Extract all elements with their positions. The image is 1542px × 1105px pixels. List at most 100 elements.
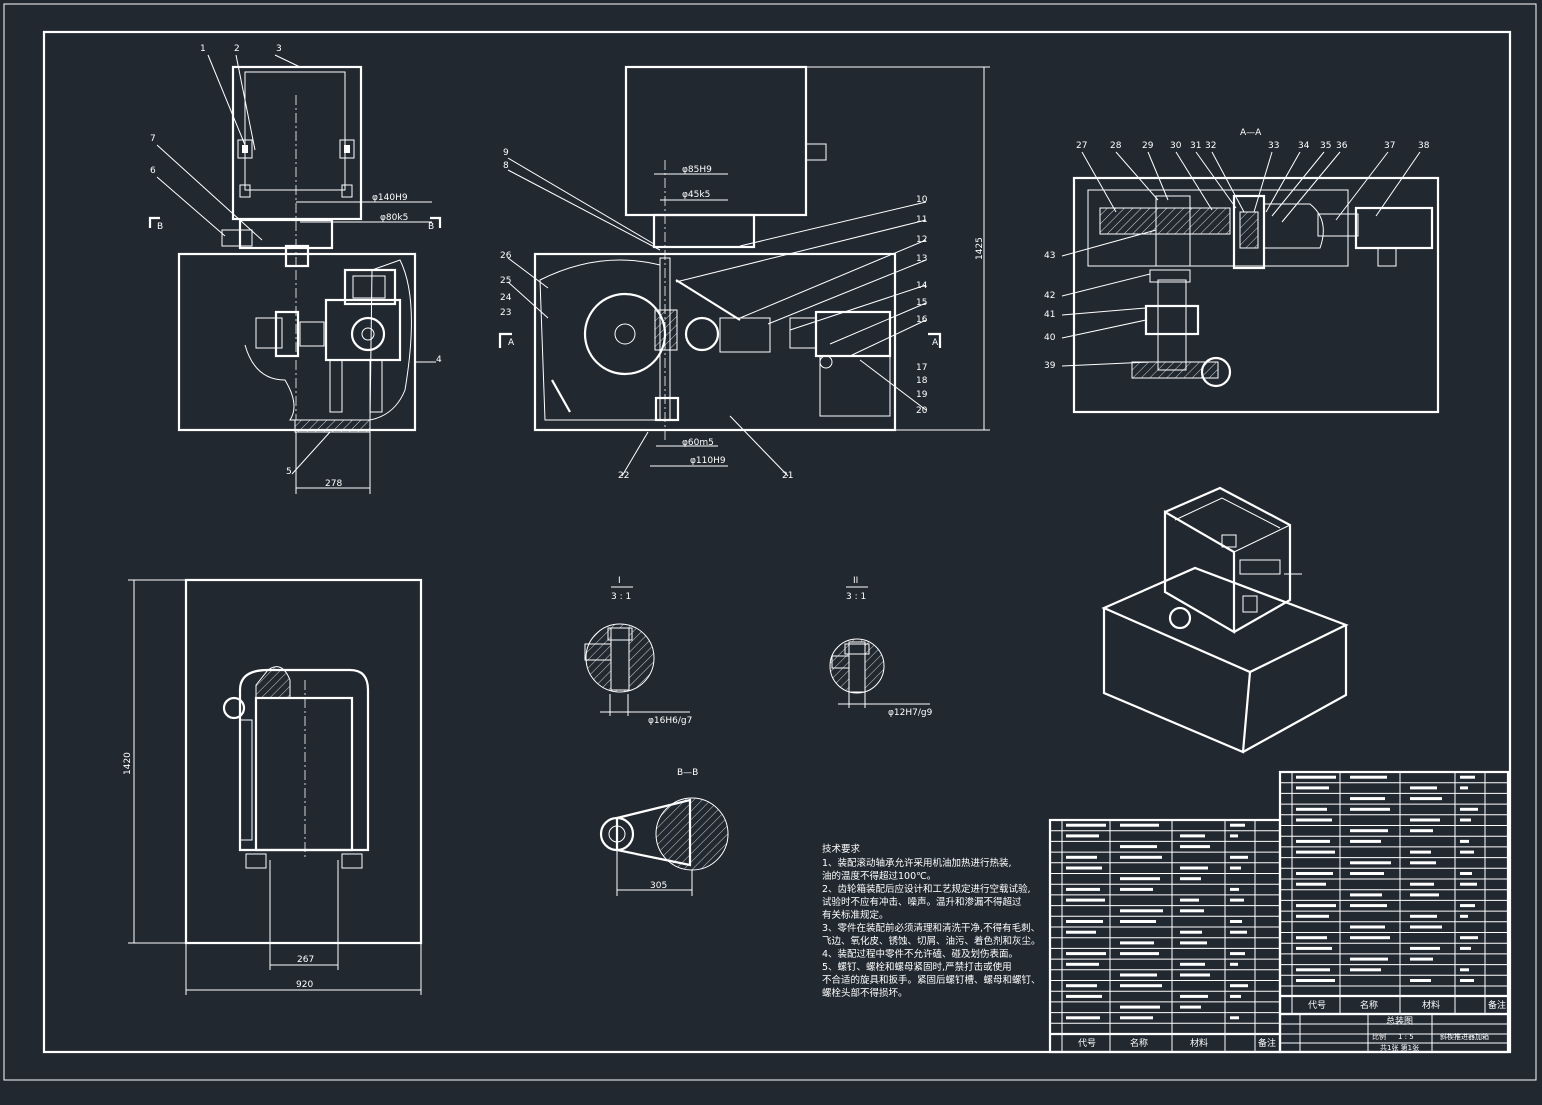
parts-row-text-mark [1410,957,1433,961]
part-label-4: 4 [436,355,442,365]
part-label-38: 38 [1418,141,1430,151]
parts-row-text-mark [1296,839,1330,843]
section-b-b-view: B—B 305 [599,768,729,896]
parts-row-text-mark [1180,845,1210,849]
parts-list-right: 代号 名称 材料 备注 [1278,770,1510,1016]
part-label-7: 7 [150,134,156,144]
parts-row-text-mark [1296,775,1336,779]
part-label-10: 10 [916,195,928,205]
part-label-18: 18 [916,376,928,386]
dim-plan-inner: 267 [297,955,314,965]
section-a-a-view: A—A 27 28 29 30 [1044,128,1440,414]
parts-row-text-mark [1410,946,1440,950]
dim-plan-width: 920 [296,980,313,990]
parts-row-text-mark [1230,823,1245,827]
section-b-b-title: B—B [677,768,698,778]
title-scale-value: 1 : 5 [1398,1033,1414,1041]
parts-row-text-mark [1066,898,1105,902]
parts-row-text-mark [1230,834,1238,838]
detail-ii-view: II 3 : 1 φ12H7/g9 [829,576,933,718]
section-mark-b-left: B [157,222,163,232]
tech-note-line: 2、齿轮箱装配后应设计和工艺规定进行空载试验, [822,883,1031,895]
parts-row-text-mark [1066,930,1096,934]
parts-row-text-mark [1296,818,1332,822]
section-mark-a-right: A [932,338,939,348]
dim-side-d1: φ85H9 [682,165,712,175]
parts-row-text-mark [1120,920,1156,923]
parts-row-text-mark [1350,829,1388,833]
parts-row-text-mark [1350,893,1382,897]
part-label-8: 8 [503,161,509,171]
section-a-a-title: A—A [1240,128,1262,138]
part-label-42: 42 [1044,291,1055,301]
parts-row-text-mark [1410,786,1437,790]
parts-row-text-mark [1296,968,1330,972]
part-label-22: 22 [618,471,629,481]
part-label-43: 43 [1044,251,1055,261]
parts-row-text-mark [1350,872,1384,875]
tech-note-line: 试验时不应有冲击、噪声。温升和渗漏不得超过 [822,896,1022,908]
part-label-12: 12 [916,235,927,245]
parts-right-col-remark: 备注 [1488,999,1506,1011]
parts-left-col-code: 代号 [1078,1038,1096,1049]
parts-row-text-mark [1460,818,1471,822]
parts-left-col-material: 材料 [1190,1037,1208,1049]
part-label-2: 2 [234,44,240,54]
section-mark-a-left: A [508,338,515,348]
part-label-17: 17 [916,363,927,373]
parts-row-text-mark [1230,898,1244,902]
parts-row-text-mark [1350,839,1381,843]
parts-row-text-mark [1180,877,1201,881]
part-label-27: 27 [1076,141,1087,151]
parts-row-text-mark [1460,839,1469,843]
part-label-30: 30 [1170,141,1182,151]
parts-row-text-mark [1180,930,1202,934]
part-label-34: 34 [1298,141,1310,151]
technical-notes: 技术要求 1、装配滚动轴承允许采用机油加热进行热装, 油的温度不得超过100℃。… [822,843,1041,999]
parts-row-text-mark [1350,797,1385,801]
parts-row-text-mark [1180,973,1210,977]
parts-row-text-mark [1120,855,1162,859]
part-label-39: 39 [1044,361,1056,371]
part-label-16: 16 [916,315,928,325]
parts-row-text-mark [1230,1016,1239,1020]
parts-row-text-mark [1120,877,1160,881]
parts-row-text-mark [1120,952,1159,956]
parts-row-text-mark [1460,786,1468,790]
parts-row-text-mark [1460,979,1474,982]
parts-row-text-mark [1066,952,1106,956]
parts-row-text-mark [1180,962,1205,966]
parts-row-text-mark [1120,984,1162,988]
parts-row-text-mark [1180,994,1208,998]
part-label-40: 40 [1044,333,1056,343]
parts-row-text-mark [1066,994,1102,998]
parts-row-text-mark [1350,861,1391,865]
parts-row-text-mark [1180,898,1199,902]
detail-i-label: I [618,576,621,586]
parts-row-text-mark [1066,887,1100,891]
dim-front-d2: φ80k5 [380,213,408,223]
parts-row-text-mark [1180,909,1204,913]
parts-row-text-mark [1066,834,1099,838]
parts-row-text-mark [1066,984,1097,988]
part-label-20: 20 [916,406,928,416]
dim-detail-ii-fit: φ12H7/g9 [888,708,933,718]
parts-row-text-mark [1230,952,1245,956]
parts-row-text-mark [1410,850,1431,854]
parts-row-text-mark [1410,925,1442,929]
parts-row-text-mark [1066,866,1102,870]
part-label-25: 25 [500,276,511,286]
part-label-35: 35 [1320,141,1331,151]
parts-row-text-mark [1296,882,1326,886]
detail-ii-scale: 3 : 1 [846,592,866,602]
title-product-name: 斜楔推进器加箱 [1440,1032,1489,1041]
parts-row-text-mark [1460,946,1471,950]
tech-note-line: 3、零件在装配前必须清理和清洗干净,不得有毛刺、 [822,922,1040,934]
part-label-28: 28 [1110,141,1122,151]
tech-note-line: 飞边、氧化皮、锈蚀、切屑、油污、着色剂和灰尘。 [822,935,1041,947]
part-label-32: 32 [1205,141,1216,151]
parts-row-text-mark [1460,807,1478,811]
part-label-33: 33 [1268,141,1279,151]
parts-row-text-mark [1120,845,1157,849]
